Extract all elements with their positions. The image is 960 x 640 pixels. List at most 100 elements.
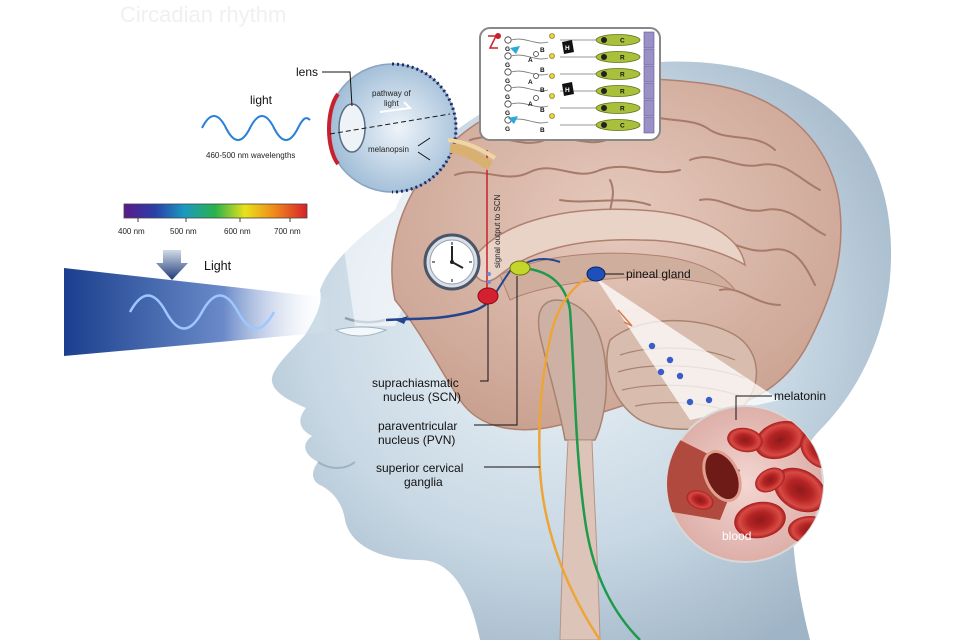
amacrine-label: A xyxy=(528,101,533,108)
melanopsin-cell xyxy=(508,116,518,124)
ganglion-cell: G xyxy=(504,36,549,53)
photoreceptor-label: C xyxy=(620,123,625,130)
photoreceptor-label: C xyxy=(620,38,625,45)
bipolar-label: B xyxy=(540,107,545,114)
red-blood-cell xyxy=(754,420,806,460)
melatonin-dot xyxy=(666,356,674,364)
bipolar-cell xyxy=(549,53,555,59)
orange-pathway xyxy=(538,272,602,640)
red-blood-cell xyxy=(788,516,823,544)
red-blood-cell xyxy=(755,467,785,493)
retina-signal-dot xyxy=(495,33,501,39)
red-blood-cell xyxy=(734,501,786,539)
photoreceptor-label: R xyxy=(620,55,625,62)
red-blood-cell xyxy=(773,467,823,513)
bipolar-cell xyxy=(549,73,555,79)
pineal-gland-label: pineal gland xyxy=(626,267,691,281)
light-beam xyxy=(64,268,330,356)
pigment-cell xyxy=(643,31,655,49)
ganglion-cell: G xyxy=(504,84,549,101)
svg-text:G: G xyxy=(505,126,510,133)
ganglion-cell: G xyxy=(504,68,549,85)
svg-text:G: G xyxy=(505,94,510,101)
melatonin-projection-cone xyxy=(596,278,780,420)
pvn-label-2: nucleus (PVN) xyxy=(378,433,455,447)
eye-cross-section: pathway of light melanopsin xyxy=(327,62,497,194)
bipolar-label: B xyxy=(540,87,545,94)
pathway-label-2: light xyxy=(384,99,399,108)
lens-shape xyxy=(338,103,366,153)
svg-text:G: G xyxy=(505,46,510,53)
amacrine-label: A xyxy=(528,57,533,64)
scg-label-2: ganglia xyxy=(404,475,443,489)
svg-text:H: H xyxy=(565,45,570,52)
light-big-label: Light xyxy=(204,259,232,273)
melatonin-dot xyxy=(676,372,684,380)
signal-dot xyxy=(487,280,491,284)
horizontal-cell: H xyxy=(562,82,574,96)
lens-label: lens xyxy=(296,65,318,79)
small-light-wave xyxy=(201,115,311,141)
scg-label-1: superior cervical xyxy=(376,461,463,475)
brain xyxy=(391,78,842,640)
ganglion-cell: G xyxy=(504,52,549,69)
photoreceptor-label: R xyxy=(620,89,625,96)
spectrum-tick-600: 600 nm xyxy=(224,227,251,236)
melatonin-label: melatonin xyxy=(774,389,826,403)
spectrum-bar: 400 nm 500 nm 600 nm 700 nm xyxy=(118,203,308,236)
melatonin-dot xyxy=(686,398,694,406)
blood-inset xyxy=(666,405,824,563)
svg-text:G: G xyxy=(505,110,510,117)
optic-arrow xyxy=(395,316,408,324)
photoreceptor-label: R xyxy=(620,106,625,113)
light-down-arrow xyxy=(156,250,188,280)
bipolar-label: B xyxy=(540,47,545,54)
spectrum-tick-400: 400 nm xyxy=(118,227,145,236)
svg-text:G: G xyxy=(505,78,510,85)
photoreceptor-label: R xyxy=(620,72,625,79)
bipolar-label: B xyxy=(540,67,545,74)
mouth-line xyxy=(317,461,356,469)
melanopsin-label: melanopsin xyxy=(368,145,409,154)
ganglion-cell: G xyxy=(504,100,549,117)
signal-dot xyxy=(487,272,491,276)
melatonin-arrow xyxy=(617,309,633,327)
face-eye xyxy=(334,326,388,337)
scn-node xyxy=(477,287,499,305)
spectrum-tick-500: 500 nm xyxy=(170,227,197,236)
signal-output-label: signal output to SCN xyxy=(493,194,502,268)
beam-wave xyxy=(128,294,276,330)
pvn-label-1: paraventricular xyxy=(378,419,457,433)
melatonin-dot xyxy=(648,342,656,350)
green-pathway xyxy=(521,266,641,640)
scn-label-2: nucleus (SCN) xyxy=(383,390,461,404)
melatonin-dot xyxy=(705,396,713,404)
horizontal-cell: H xyxy=(562,40,574,54)
svg-text:G: G xyxy=(505,62,510,69)
blood-label: blood xyxy=(722,529,751,543)
rod-cell: R xyxy=(560,51,641,63)
pineal-node xyxy=(586,266,606,282)
amacrine-cell xyxy=(533,73,539,79)
rod-cell: R xyxy=(560,68,641,80)
rod-cell: R xyxy=(560,85,641,97)
vessel-opening xyxy=(702,449,742,503)
cone-cell: C xyxy=(560,34,641,46)
pvn-leader xyxy=(474,276,518,426)
bipolar-label: B xyxy=(540,127,545,134)
rod-cell: R xyxy=(560,102,641,114)
bipolar-cell xyxy=(549,93,555,99)
red-blood-cell xyxy=(727,427,763,453)
melatonin-dot xyxy=(657,368,665,376)
pigment-cell xyxy=(643,82,655,100)
amacrine-label: A xyxy=(528,79,533,86)
light-small-label: light xyxy=(250,93,273,107)
retina-signal xyxy=(488,35,498,49)
spectrum-tick-700: 700 nm xyxy=(274,227,301,236)
scn-leader xyxy=(480,304,489,382)
amacrine-cell xyxy=(533,51,539,57)
clock-icon xyxy=(423,233,481,291)
